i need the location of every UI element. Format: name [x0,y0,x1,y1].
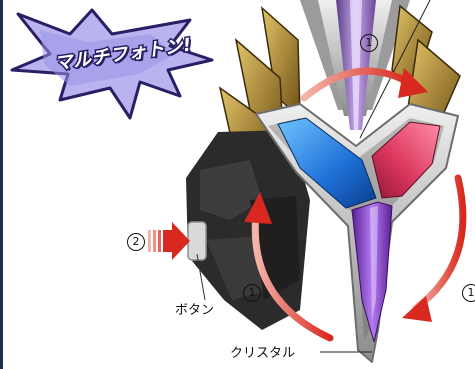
crystal-label: クリスタル [230,346,296,361]
step-one-marker: 1 [243,284,261,302]
step-number: 1 [360,34,378,52]
purple-crystal-highlight [370,206,378,320]
push-arrow-icon [148,222,190,260]
badge-starburst [10,8,214,120]
step-one-marker: 1 [360,34,378,52]
curved-arrow-icon [402,174,467,322]
pink-crystal [371,121,441,199]
blade [300,0,410,130]
button-label: ボタン [175,303,215,318]
edge-stripe [0,0,3,369]
step-number: 1 [243,284,261,302]
curved-arrow-icon [300,67,428,102]
curved-arrow-icon [244,192,334,342]
blade-pointer-line [359,0,431,139]
step-number: 1 [462,284,475,302]
step-number: 2 [127,233,145,251]
blue-crystal [277,117,377,209]
step-one-marker: 1 [462,284,475,302]
step-two-marker: 2 [127,233,145,251]
